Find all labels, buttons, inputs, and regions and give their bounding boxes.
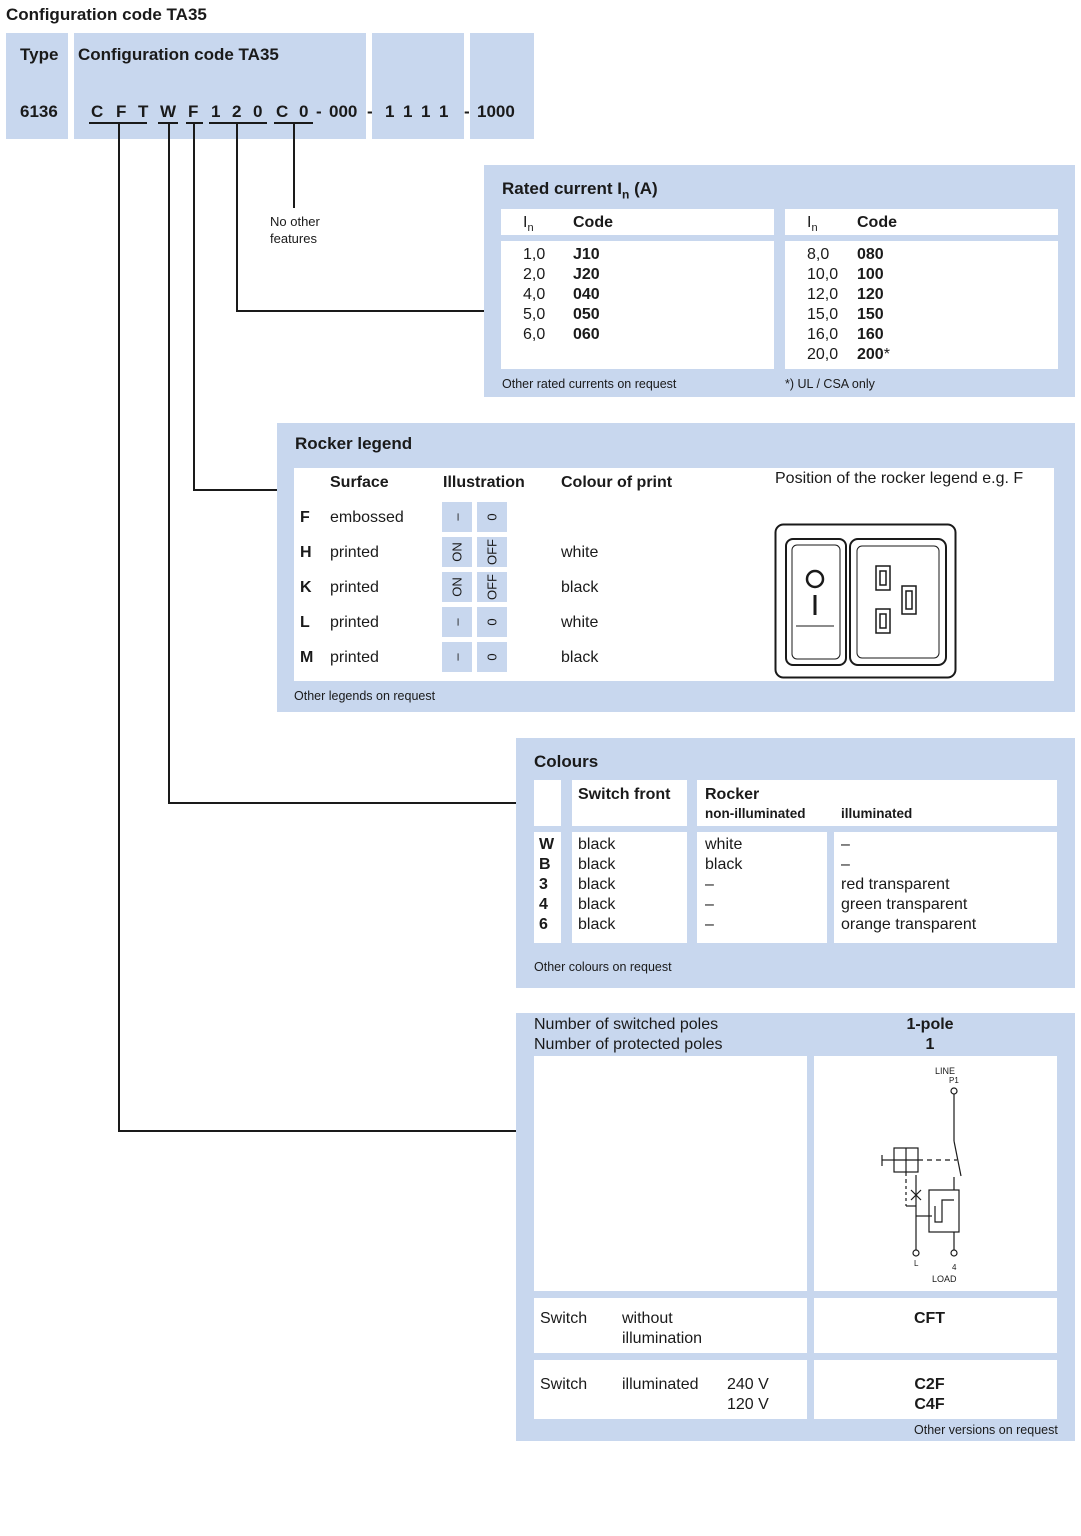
rated-current-header-left: In Code xyxy=(501,209,774,235)
legend-illustration: 0 xyxy=(477,502,507,532)
code-char: 0 xyxy=(299,102,309,121)
protected-poles-label: Number of protected poles xyxy=(534,1036,723,1053)
schematic-p1-label: P1 xyxy=(949,1076,959,1085)
legend-illustration: – xyxy=(442,502,472,532)
schematic-line-label: LINE xyxy=(935,1066,956,1076)
protected-poles-value: 1 xyxy=(925,1036,935,1053)
rocker-switch-drawing xyxy=(774,523,957,679)
blank-cell xyxy=(534,1056,807,1291)
config-code-box: Configuration code TA35 xyxy=(74,33,366,139)
switched-poles-value: 1-pole xyxy=(906,1016,954,1033)
legend-illustration: ON xyxy=(442,537,472,567)
connector-line xyxy=(193,489,278,491)
config-code-label: Configuration code TA35 xyxy=(78,45,279,64)
connector-line xyxy=(193,122,195,490)
code-char: 1 xyxy=(385,102,395,121)
rocker-legend-table: Surface Illustration Colour of print Pos… xyxy=(294,468,1054,681)
code-char: C xyxy=(91,102,104,121)
legend-illustration: 0 xyxy=(477,607,507,637)
colours-note: Other colours on request xyxy=(534,960,672,974)
underline-f xyxy=(186,122,203,124)
rated-current-panel: Rated current In (A) In Code In Code 1,0… xyxy=(484,165,1075,397)
legend-illustration: OFF xyxy=(477,572,507,602)
ul-csa-note: *) UL / CSA only xyxy=(785,377,875,391)
connector-line xyxy=(168,122,170,803)
underline-120 xyxy=(209,122,267,124)
type-value: 6136 xyxy=(20,102,58,121)
connector-line xyxy=(118,122,120,1132)
code-char: 0 xyxy=(253,102,263,121)
no-other-features: No other features xyxy=(270,214,320,246)
code-char: 2 xyxy=(232,102,242,121)
rocker-position-note: Position of the rocker legend e.g. F xyxy=(775,470,1024,487)
page-title: Configuration code TA35 xyxy=(6,5,207,24)
code-c2f: C2F xyxy=(914,1376,945,1393)
code-char: W xyxy=(160,102,177,121)
code-000: 000 xyxy=(329,102,358,121)
connector-line xyxy=(236,310,486,312)
code-cft: CFT xyxy=(913,1310,946,1327)
code-char: 1 xyxy=(403,102,413,121)
config-code-box-3 xyxy=(470,33,534,139)
connector-line xyxy=(236,122,238,311)
schematic-l-label: L xyxy=(914,1259,919,1268)
circuit-schematic-icon xyxy=(881,1087,962,1257)
code-dash: - xyxy=(316,102,322,121)
versions-note: Other versions on request xyxy=(914,1423,1058,1437)
rated-current-title: Rated current In (A) xyxy=(502,179,658,202)
config-code-box-2 xyxy=(372,33,464,139)
connector-line xyxy=(168,802,518,804)
code-char: C xyxy=(276,102,289,121)
connector-line xyxy=(118,1130,518,1132)
connector-line xyxy=(293,122,295,208)
legend-illustration: OFF xyxy=(477,537,507,567)
code-c4f: C4F xyxy=(914,1396,945,1413)
poles-panel: Number of switched poles 1-pole Number o… xyxy=(516,1013,1075,1441)
schematic-4-label: 4 xyxy=(952,1263,957,1272)
code-dash: - xyxy=(464,102,470,121)
colours-panel: Colours Switch front Rocker non-illumina… xyxy=(516,738,1075,988)
code-1000: 1000 xyxy=(477,102,515,121)
rocker-legend-title: Rocker legend xyxy=(295,434,413,453)
rocker-legend-panel: Rocker legend Surface Illustration Colou… xyxy=(277,423,1075,712)
rocker-legend-note: Other legends on request xyxy=(294,689,436,703)
rated-current-header-right: In Code xyxy=(785,209,1058,235)
legend-illustration: – xyxy=(442,642,472,672)
code-char: F xyxy=(188,102,199,121)
type-box: Type 6136 xyxy=(6,33,68,139)
switch-row-illuminated: Switch illuminated 240 V 120 V xyxy=(534,1360,807,1419)
schematic-load-label: LOAD xyxy=(932,1274,957,1284)
code-dash: - xyxy=(367,102,373,121)
code-char: 1 xyxy=(211,102,221,121)
code-char: T xyxy=(138,102,149,121)
schematic-cell: LINE P1 L 4 LOAD xyxy=(814,1056,1057,1291)
type-label: Type xyxy=(20,45,59,64)
code-char: F xyxy=(116,102,127,121)
switched-poles-label: Number of switched poles xyxy=(534,1016,719,1033)
rated-current-note: Other rated currents on request xyxy=(502,377,677,391)
legend-illustration: – xyxy=(442,607,472,637)
colours-title: Colours xyxy=(534,752,599,771)
switch-row-no-illumination: Switch without illumination xyxy=(534,1298,807,1353)
code-char: 1 xyxy=(439,102,449,121)
legend-illustration: 0 xyxy=(477,642,507,672)
code-char: 1 xyxy=(421,102,431,121)
legend-illustration: ON xyxy=(442,572,472,602)
